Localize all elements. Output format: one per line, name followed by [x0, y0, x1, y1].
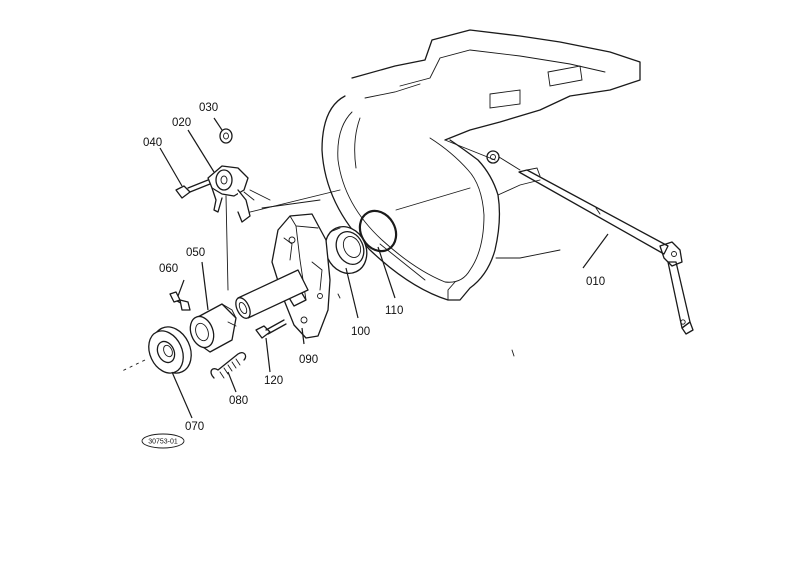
- release-fork-020: [207, 165, 255, 291]
- washer-030: [219, 128, 233, 144]
- clutch-housing: [241, 29, 641, 301]
- grease-fitting-060: [169, 291, 191, 311]
- callout-080: 080: [229, 395, 248, 407]
- callout-020: 020: [172, 117, 191, 129]
- bolt-040: [175, 179, 211, 199]
- callout-030: 030: [199, 102, 218, 114]
- release-hub-050: [189, 303, 237, 353]
- callout-070: 070: [185, 421, 204, 433]
- stray-mark: [337, 293, 341, 299]
- stray-mark: [511, 349, 515, 357]
- release-bearing-070: [119, 326, 192, 374]
- bolt-120: [255, 319, 287, 339]
- callout-labels: 010 020 030 040 050 060 070 080 090 100 …: [143, 102, 605, 433]
- callout-110: 110: [385, 305, 403, 317]
- return-spring-080: [210, 352, 247, 379]
- reference-code: 30753-01: [148, 439, 178, 446]
- callout-060: 060: [159, 263, 178, 275]
- callout-100: 100: [351, 326, 370, 338]
- release-shaft-010: [518, 167, 694, 335]
- seal-100: [324, 226, 368, 274]
- guide-plate-090: [235, 213, 331, 339]
- callout-090: 090: [299, 354, 318, 366]
- leader-lines: [159, 117, 609, 419]
- callout-010: 010: [586, 276, 605, 288]
- callout-050: 050: [186, 247, 205, 259]
- reference-code-badge: 30753-01: [141, 433, 185, 449]
- callout-120: 120: [264, 375, 283, 387]
- callout-040: 040: [143, 137, 162, 149]
